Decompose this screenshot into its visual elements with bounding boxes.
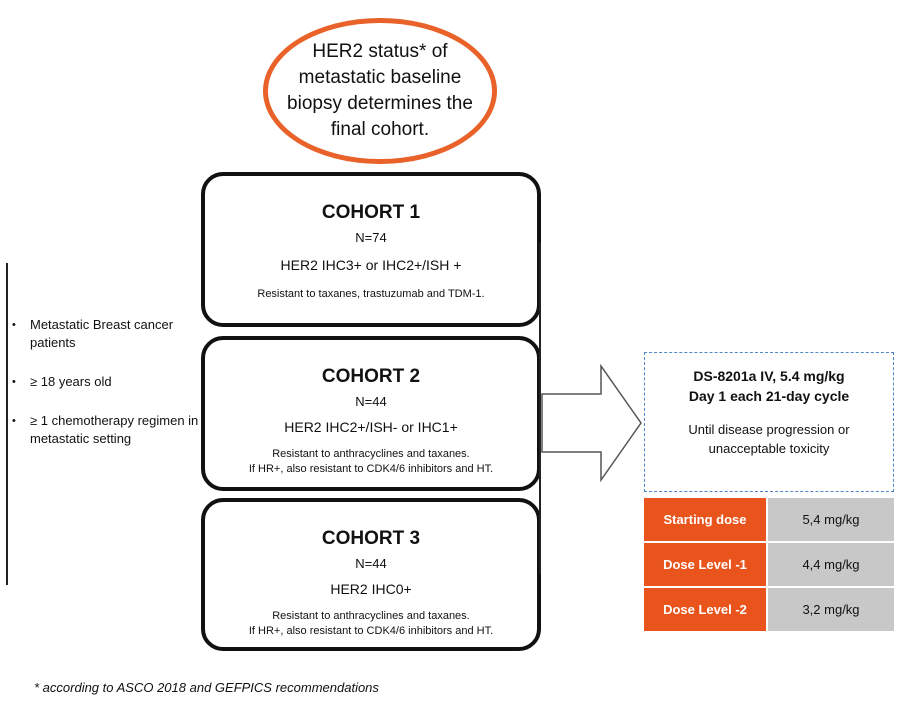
footnote: * according to ASCO 2018 and GEFPICS rec… <box>34 680 379 695</box>
dose-value: 5,4 mg/kg <box>768 498 894 541</box>
treatment-box: DS-8201a IV, 5.4 mg/kg Day 1 each 21-day… <box>644 352 894 492</box>
cohort-n: N=74 <box>355 230 387 245</box>
eligibility-item: • Metastatic Breast cancer patients <box>12 316 207 352</box>
cohort-3-box: COHORT 3 N=44 HER2 IHC0+ Resistant to an… <box>201 498 541 651</box>
cohort-title: COHORT 1 <box>321 202 421 223</box>
bullet-icon: • <box>12 319 16 331</box>
dose-value: 4,4 mg/kg <box>768 543 894 586</box>
cohort-1-box: COHORT 1 N=74 HER2 IHC3+ or IHC2+/ISH + … <box>201 172 541 327</box>
eligibility-bracket-line <box>6 263 8 585</box>
cohort-2-box: COHORT 2 N=44 HER2 IHC2+/ISH- or IHC1+ R… <box>201 336 541 491</box>
cohort-resistance: Resistant to anthracyclines and taxanes.… <box>248 448 494 475</box>
cohort-her2-status: HER2 IHC0+ <box>330 581 412 597</box>
cohort-n: N=44 <box>355 556 387 571</box>
bullet-icon: • <box>12 415 16 427</box>
callout-text: HER2 status* of metastatic baseline biop… <box>287 41 473 140</box>
dose-label: Dose Level -2 <box>644 588 766 631</box>
right-arrow-icon <box>541 364 642 482</box>
cohort-title: COHORT 3 <box>321 528 421 549</box>
dose-value: 3,2 mg/kg <box>768 588 894 631</box>
treatment-duration: Until disease progression or unacceptabl… <box>688 422 850 456</box>
cohort-her2-status: HER2 IHC3+ or IHC2+/ISH + <box>280 257 462 273</box>
dose-row: Dose Level -1 4,4 mg/kg <box>644 543 894 586</box>
callout-oval: HER2 status* of metastatic baseline biop… <box>263 18 497 164</box>
dose-table: Starting dose 5,4 mg/kg Dose Level -1 4,… <box>644 498 894 633</box>
cohort-title: COHORT 2 <box>321 366 421 387</box>
eligibility-item: • ≥ 1 chemotherapy regimen in metastatic… <box>12 412 207 448</box>
cohort-her2-status: HER2 IHC2+/ISH- or IHC1+ <box>284 419 458 435</box>
eligibility-item-text: ≥ 1 chemotherapy regimen in metastatic s… <box>30 413 199 446</box>
eligibility-item: • ≥ 18 years old <box>12 373 207 391</box>
treatment-title: DS-8201a IV, 5.4 mg/kg Day 1 each 21-day… <box>688 368 850 404</box>
eligibility-item-text: ≥ 18 years old <box>30 374 112 389</box>
dose-row: Starting dose 5,4 mg/kg <box>644 498 894 541</box>
dose-row: Dose Level -2 3,2 mg/kg <box>644 588 894 631</box>
cohort-bracket-line <box>539 243 541 574</box>
eligibility-item-text: Metastatic Breast cancer patients <box>30 317 174 350</box>
cohort-resistance: Resistant to taxanes, trastuzumab and TD… <box>257 288 485 300</box>
cohort-n: N=44 <box>355 394 387 409</box>
eligibility-list: • Metastatic Breast cancer patients • ≥ … <box>12 316 207 469</box>
dose-label: Dose Level -1 <box>644 543 766 586</box>
cohort-resistance: Resistant to anthracyclines and taxanes.… <box>248 610 494 637</box>
dose-label: Starting dose <box>644 498 766 541</box>
bullet-icon: • <box>12 376 16 388</box>
